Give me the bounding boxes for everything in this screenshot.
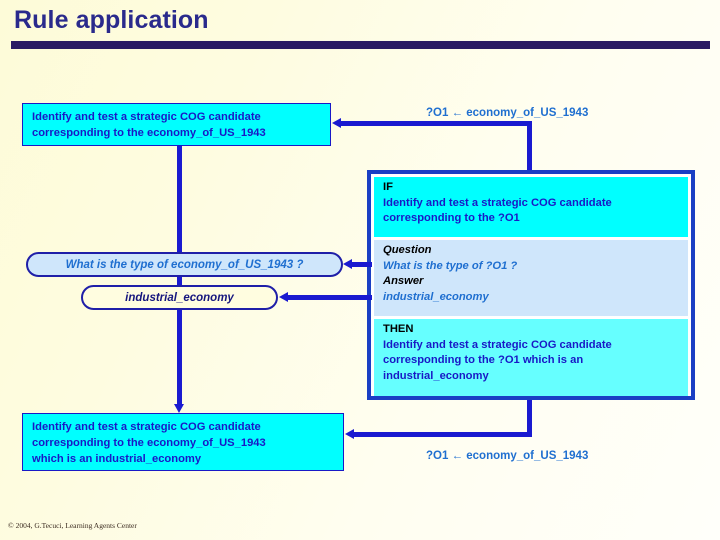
question-node: What is the type of economy_of_US_1943 ? xyxy=(26,252,343,277)
connector-rule-to-bottom-task-v xyxy=(527,400,532,437)
rule-question-keyword: Question xyxy=(383,244,432,256)
rule-if-line1: Identify and test a strategic COG candid… xyxy=(383,196,612,209)
rule-answer-keyword: Answer xyxy=(383,275,424,287)
rule-if-line2: corresponding to the ?O1 xyxy=(383,212,520,224)
rule-then-line3: industrial_economy xyxy=(383,369,489,382)
arrow-down-to-bottom-task xyxy=(174,404,184,413)
task-box-bottom-line2: corresponding to the economy_of_US_1943 xyxy=(32,437,266,449)
connector-rule-to-answer xyxy=(288,295,372,300)
task-box-bottom-line1: Identify and test a strategic COG candid… xyxy=(32,421,261,433)
arrow-left-to-bottom-task xyxy=(345,429,354,439)
task-box-top: Identify and test a strategic COG candid… xyxy=(22,103,331,146)
rule-qa-section: Question What is the type of ?O1 ? Answe… xyxy=(374,240,688,316)
rule-panel: IF Identify and test a strategic COG can… xyxy=(367,170,695,400)
binding-label-bottom: ?O1 ← economy_of_US_1943 xyxy=(426,450,589,462)
rule-then-line2: corresponding to the ?O1 which is an xyxy=(383,354,584,366)
binding-label-top: ?O1 ← economy_of_US_1943 xyxy=(426,107,589,119)
rule-then-keyword: THEN xyxy=(383,323,414,335)
connector-top-task-to-question xyxy=(177,146,182,253)
page-title: Rule application xyxy=(14,6,209,34)
answer-node: industrial_economy xyxy=(81,285,278,310)
task-box-bottom: Identify and test a strategic COG candid… xyxy=(22,413,344,471)
rule-question-text: What is the type of ?O1 ? xyxy=(383,259,518,272)
footer-copyright: © 2004, G.Tecuci, Learning Agents Center xyxy=(8,521,137,530)
arrow-left-to-top-task xyxy=(332,118,341,128)
rule-answer-text: industrial_economy xyxy=(383,290,489,303)
task-box-bottom-line3: which is an industrial_economy xyxy=(32,453,202,465)
connector-question-to-answer xyxy=(177,277,182,286)
connector-rule-to-top-task-h xyxy=(341,121,532,126)
connector-rule-to-bottom-task-h xyxy=(354,432,532,437)
connector-rule-to-top-task-v xyxy=(527,121,532,170)
arrow-left-to-question xyxy=(343,259,352,269)
arrow-left-to-answer xyxy=(279,292,288,302)
rule-if-section: IF Identify and test a strategic COG can… xyxy=(374,177,688,237)
task-box-top-line2: corresponding to the economy_of_US_1943 xyxy=(32,127,266,139)
title-divider xyxy=(11,41,710,49)
task-box-top-line1: Identify and test a strategic COG candid… xyxy=(32,111,261,123)
rule-then-section: THEN Identify and test a strategic COG c… xyxy=(374,319,688,396)
connector-answer-to-bottom-task xyxy=(177,310,182,406)
rule-then-line1: Identify and test a strategic COG candid… xyxy=(383,338,612,351)
rule-if-keyword: IF xyxy=(383,181,393,193)
connector-rule-to-question xyxy=(352,262,372,267)
